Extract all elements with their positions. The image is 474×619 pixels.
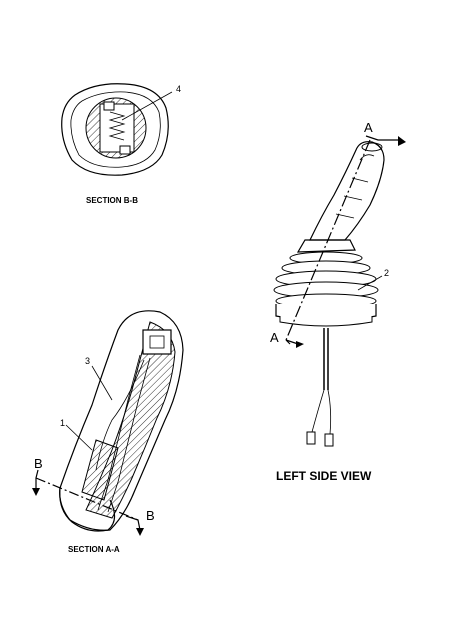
handle-highlight xyxy=(335,154,375,219)
section-aa-grip-outline xyxy=(59,310,184,531)
section-aa-cut-line xyxy=(35,477,139,521)
leader-2 xyxy=(357,275,383,291)
section-bb-inner-shell xyxy=(70,91,161,168)
section-aa-switch-inner xyxy=(149,335,165,349)
section-bb-key-bottom xyxy=(119,145,131,155)
section-bb-caption: SECTION B-B xyxy=(86,196,138,205)
section-aa-base xyxy=(59,487,116,532)
cut-label-b-left: B xyxy=(34,456,43,471)
cut-arrow-top xyxy=(365,135,398,141)
cut-arrow-right xyxy=(125,515,141,531)
cut-label-a-bottom: A xyxy=(270,330,279,345)
handle-outline xyxy=(309,141,385,241)
section-bb-view: 4 SECTION B-B xyxy=(61,83,181,205)
callout-3: 3 xyxy=(85,356,90,366)
cut-label-b-right: B xyxy=(146,508,155,523)
cut-arrow-left xyxy=(35,469,39,490)
cut-arrowhead-right xyxy=(136,528,144,536)
connector-right xyxy=(324,433,334,447)
section-aa-view: 3 1 B B SECTION A-A xyxy=(32,310,184,554)
cut-label-a-top: A xyxy=(364,120,373,135)
section-bb-leader-4 xyxy=(121,91,173,121)
section-aa-leader-1 xyxy=(65,424,93,451)
wire-right xyxy=(327,389,332,435)
section-bb-outer-shell xyxy=(61,83,169,176)
cut-line-a xyxy=(285,139,371,341)
section-aa-lower-block xyxy=(81,439,119,501)
wire-left xyxy=(311,389,325,433)
cut-arrowhead-left xyxy=(32,488,40,496)
handle-top-button xyxy=(361,142,383,152)
section-aa-switch-cap xyxy=(142,329,172,355)
callout-2: 2 xyxy=(384,268,389,278)
section-aa-caption: SECTION A-A xyxy=(68,545,120,554)
rubber-boot xyxy=(273,251,379,327)
section-bb-slot xyxy=(99,103,135,153)
cut-arrowhead-bottom xyxy=(296,341,304,348)
cut-arrowhead-top xyxy=(398,136,406,146)
callout-1: 1 xyxy=(60,418,65,428)
left-side-view: A A 2 LEFT SIDE VIEW xyxy=(270,120,406,483)
section-aa-leader-3 xyxy=(91,365,113,401)
left-side-view-caption: LEFT SIDE VIEW xyxy=(276,469,372,483)
callout-4: 4 xyxy=(176,84,181,94)
connector-left xyxy=(306,431,316,445)
section-aa-shaft-2 xyxy=(107,357,151,513)
section-bb-key-top xyxy=(103,101,115,111)
section-bb-spring xyxy=(108,111,126,141)
handle-neck xyxy=(296,239,356,253)
